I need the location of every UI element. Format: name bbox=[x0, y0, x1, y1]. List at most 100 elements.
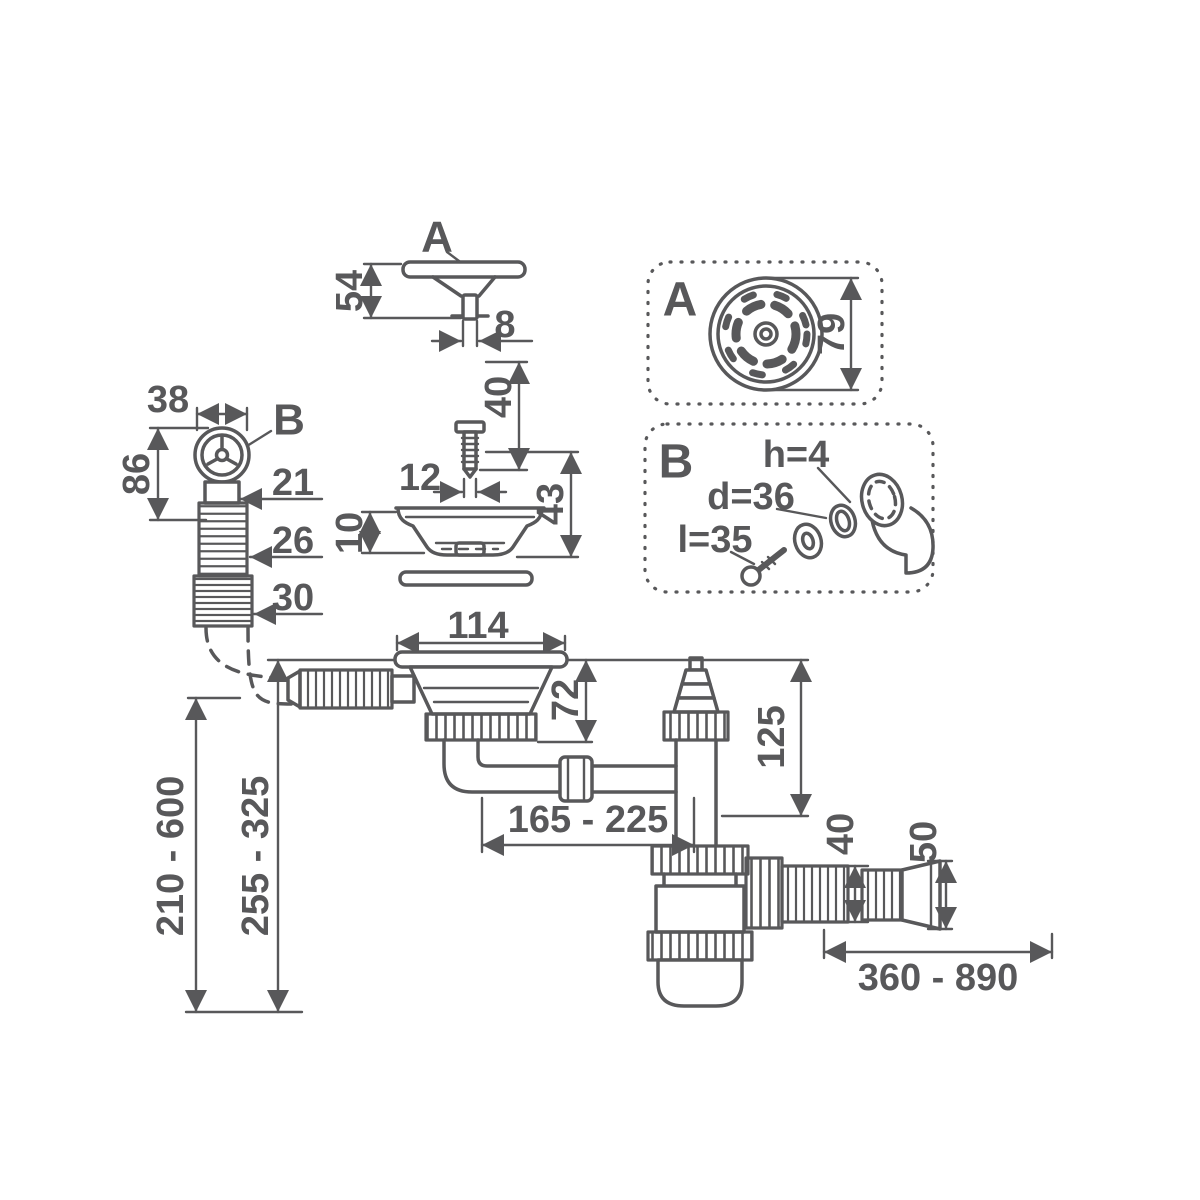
inlet-pipe bbox=[674, 738, 718, 848]
strainer-face-slots-inner bbox=[731, 299, 801, 369]
dim-depth-label: 72 bbox=[545, 679, 587, 721]
dim-hose-length-label: 210 - 600 bbox=[150, 776, 192, 937]
inlet-hose-connector bbox=[390, 674, 416, 704]
dishwasher-barb-3 bbox=[672, 696, 720, 714]
pipe-coupling bbox=[558, 755, 594, 803]
overflow-neck bbox=[203, 480, 241, 505]
panel-b-box bbox=[643, 422, 935, 594]
panel-b-l-label: l=35 bbox=[677, 519, 752, 561]
dim-plug-height: 54 bbox=[329, 262, 463, 320]
screw-tip bbox=[462, 467, 478, 479]
dim-outlet-large-label: 50 bbox=[903, 821, 945, 863]
dishwasher-barb-1 bbox=[680, 668, 712, 686]
trap-ring-nut bbox=[646, 930, 754, 962]
trap-neck bbox=[662, 872, 738, 888]
main-assembly: 114 72 125 165 bbox=[150, 605, 1054, 1014]
panel-a-letter: A bbox=[663, 274, 698, 327]
elbow-pipe-inner bbox=[476, 738, 678, 768]
strainer-face-outer bbox=[708, 276, 824, 392]
basket-inner-lines bbox=[404, 515, 536, 545]
panel-b-letter: B bbox=[659, 436, 694, 489]
panel-b: B h=4 d=36 l=35 bbox=[643, 422, 935, 594]
trap-cup bbox=[656, 958, 744, 1008]
dim-gasket: 10 bbox=[329, 510, 426, 555]
flex-hose-dashed-inner bbox=[246, 626, 294, 706]
exploded-screw-threads bbox=[760, 555, 777, 571]
dim-inlet-height-label: 125 bbox=[751, 705, 793, 768]
dim-inlet-height-ext bbox=[566, 658, 810, 818]
trap-body bbox=[654, 884, 746, 934]
dim-screw-length: 40 bbox=[478, 360, 530, 472]
basket-detail bbox=[394, 506, 546, 587]
dim-face-diameter-label: 79 bbox=[811, 313, 853, 355]
panel-b-d-label: d=36 bbox=[707, 476, 795, 518]
outlet-nut bbox=[744, 856, 784, 930]
strainer-face-screw bbox=[759, 327, 773, 341]
overflow-assembly: 38 B 86 21 26 30 bbox=[116, 379, 324, 706]
exploded-gasket-ring bbox=[828, 503, 858, 539]
dim-plug-height-label: 54 bbox=[329, 270, 371, 312]
strainer-face-slots-outer bbox=[721, 289, 811, 379]
dim-flange-label: 114 bbox=[447, 605, 508, 647]
dim-overall-height-ext bbox=[184, 658, 396, 1014]
exploded-washer-hole bbox=[800, 531, 816, 551]
plug-stem bbox=[461, 293, 479, 321]
exploded-gasket-hole bbox=[834, 509, 852, 533]
dim-basket-height-label: 43 bbox=[530, 483, 572, 525]
strainer-locknut bbox=[424, 712, 538, 742]
pipe-coupling-lines bbox=[566, 755, 586, 803]
trap-top-nut bbox=[650, 844, 750, 876]
overflow-cap-rim bbox=[200, 433, 244, 477]
strainer-bowl bbox=[408, 665, 554, 716]
dim-outlet-length-label: 360 - 890 bbox=[858, 957, 1019, 999]
exploded-screw-shaft bbox=[753, 547, 787, 575]
outlet-corrugated-2 bbox=[860, 868, 904, 922]
dim-span-label: 165 - 225 bbox=[508, 799, 669, 841]
panel-b-leaders bbox=[729, 466, 852, 566]
strainer-face-rim bbox=[716, 284, 816, 384]
inlet-hose-tip bbox=[286, 669, 302, 709]
exploded-washer bbox=[792, 522, 824, 560]
strainer-flange bbox=[393, 650, 569, 669]
dim-plug-stem-ext bbox=[461, 319, 479, 348]
dim-neck-label: 21 bbox=[272, 462, 314, 504]
plug-detail: A bbox=[401, 213, 527, 321]
overflow-hose bbox=[197, 501, 249, 578]
dim-cap-height-label: 86 bbox=[116, 453, 158, 495]
outlet-cone bbox=[900, 859, 942, 931]
dim-cap-width-label: 38 bbox=[147, 379, 189, 421]
plug-disc bbox=[401, 260, 527, 279]
outlet-corrugated-1 bbox=[780, 864, 850, 924]
dim-plug-stem-label: 8 bbox=[494, 304, 515, 346]
screw-detail bbox=[454, 420, 486, 479]
overflow-cap-spokes bbox=[206, 435, 238, 466]
elbow-pipe-outer bbox=[442, 738, 678, 794]
callout-b-label: B bbox=[273, 396, 305, 445]
panel-a-box bbox=[646, 260, 884, 406]
dim-connector-label: 30 bbox=[272, 577, 314, 619]
dim-screw-diameter-label: 12 bbox=[399, 457, 441, 499]
dim-outlet-small-label: 40 bbox=[820, 813, 862, 855]
strainer-bowl-lines bbox=[422, 686, 540, 704]
overflow-connector bbox=[192, 574, 254, 628]
exploded-screw-head bbox=[740, 565, 762, 587]
dim-gasket-label: 10 bbox=[329, 512, 371, 554]
dishwasher-barb-2 bbox=[676, 682, 716, 700]
strainer-face bbox=[708, 276, 824, 392]
panel-a: A 79 bbox=[646, 260, 884, 406]
strainer-face-hub bbox=[753, 321, 779, 347]
dim-screw-length-label: 40 bbox=[478, 376, 520, 418]
screw-threads bbox=[460, 436, 480, 464]
inlet-hose bbox=[298, 668, 394, 710]
dim-screw-diameter: 12 bbox=[399, 457, 508, 503]
dim-outlet-length-ext bbox=[822, 928, 1054, 960]
dim-screw-diameter-ext bbox=[462, 477, 478, 499]
callout-b-leader bbox=[245, 429, 273, 448]
exploded-overflow-slots bbox=[866, 479, 898, 521]
dim-overall-height-label: 255 - 325 bbox=[235, 776, 277, 937]
dim-hose-label: 26 bbox=[272, 520, 314, 562]
dim-plug-stem: 8 bbox=[430, 304, 534, 352]
inlet-nut bbox=[662, 710, 730, 742]
